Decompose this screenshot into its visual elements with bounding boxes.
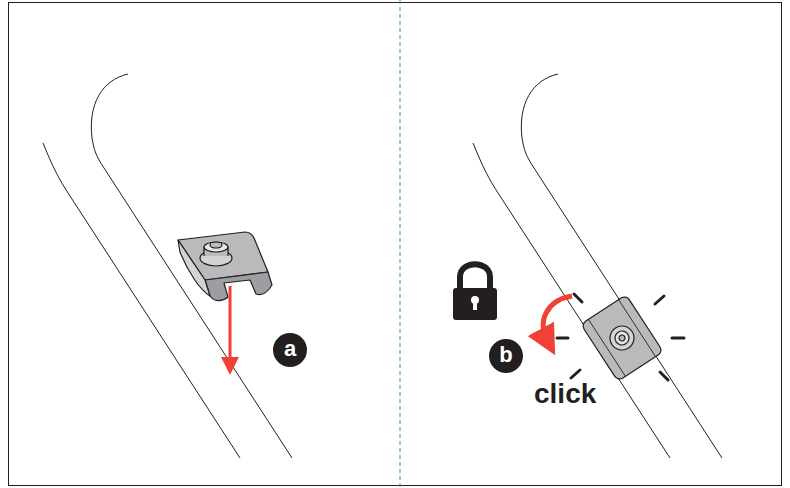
tube-right: [473, 74, 722, 458]
frame: [9, 3, 782, 486]
turn-arrow: [543, 296, 572, 342]
lock-icon: [453, 264, 497, 320]
callout-number: a: [273, 333, 307, 367]
down-arrow: [229, 286, 232, 366]
tube-left: [43, 74, 292, 458]
clip-right: [581, 295, 663, 381]
click-rays: [557, 294, 684, 380]
divider: [400, 0, 401, 488]
action-label: click: [534, 378, 596, 410]
clip-left: [178, 232, 272, 301]
callout-number: b: [489, 339, 523, 373]
